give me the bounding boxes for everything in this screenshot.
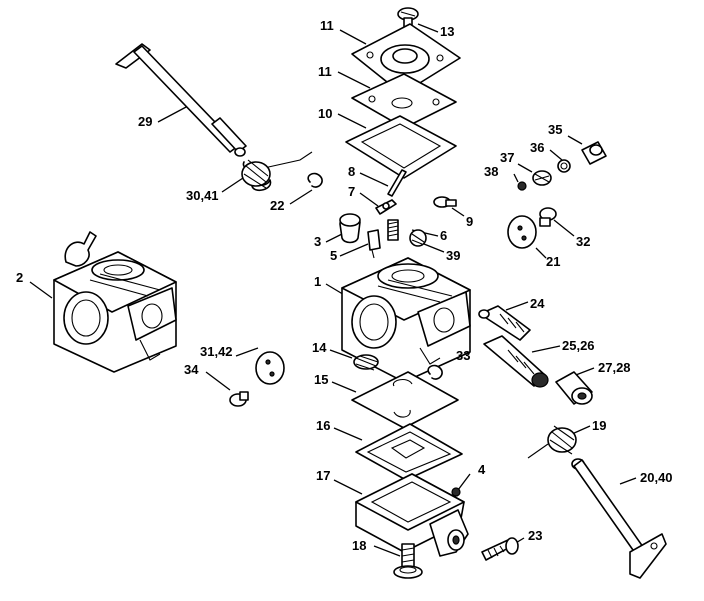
callout-11: 11 xyxy=(318,64,332,79)
callout-8: 8 xyxy=(348,164,355,179)
part-33-clip xyxy=(427,364,443,380)
part-3-needle-valve xyxy=(339,213,361,244)
callout-3: 3 xyxy=(314,234,321,249)
part-6-spring xyxy=(387,219,399,241)
part-7-lever xyxy=(375,199,397,215)
callout-13: 13 xyxy=(440,24,454,39)
part-8-pin xyxy=(387,169,407,197)
callout-12: 11 xyxy=(320,18,334,33)
callout-18: 18 xyxy=(352,538,366,553)
part-9-screw xyxy=(433,196,457,208)
callout-37: 37 xyxy=(500,150,514,165)
part-38-ball xyxy=(517,181,527,191)
callout-10: 10 xyxy=(318,106,332,121)
part-13-screw xyxy=(397,7,419,29)
part-12-pump-cover xyxy=(351,23,461,95)
part-16-gasket xyxy=(355,423,463,481)
part-35-cap xyxy=(581,141,607,165)
callout-33: 33 xyxy=(456,348,470,363)
part-32-screw xyxy=(539,207,557,227)
callout-22: 22 xyxy=(270,198,284,213)
leader-lines xyxy=(29,23,637,557)
callout-16: 16 xyxy=(316,418,330,433)
part-10-gasket xyxy=(345,115,457,179)
part-15-metering-diaphragm xyxy=(351,371,459,429)
callout-23: 23 xyxy=(528,528,542,543)
part-5-needle xyxy=(367,229,381,259)
part-25-26-adjusting-screw xyxy=(483,335,549,388)
callout-7: 7 xyxy=(348,184,355,199)
part-27-28-limiter-cap xyxy=(555,371,593,405)
callout-27-28: 27,28 xyxy=(598,360,631,375)
part-36-ring xyxy=(557,159,571,173)
part-30-41-spring xyxy=(241,151,313,192)
part-19-spring xyxy=(527,425,577,459)
callout-34: 34 xyxy=(184,362,199,377)
callout-32: 32 xyxy=(576,234,590,249)
callout-5: 5 xyxy=(330,248,337,263)
callout-25-26: 25,26 xyxy=(562,338,595,353)
part-23-screw xyxy=(481,537,519,561)
callout-38: 38 xyxy=(484,164,498,179)
callout-1: 1 xyxy=(314,274,321,289)
part-39-plug xyxy=(409,229,427,247)
callout-31-42: 31,42 xyxy=(200,344,233,359)
part-21-valve-disc xyxy=(507,215,537,249)
callout-17: 17 xyxy=(316,468,330,483)
part-34-screw xyxy=(229,391,249,407)
part-18-screw xyxy=(393,543,423,579)
part-4-ball xyxy=(451,487,461,497)
part-22-clip xyxy=(307,172,323,188)
part-20-40-choke-shaft xyxy=(571,458,667,579)
part-24-adjusting-screw xyxy=(478,305,531,341)
callout-14: 14 xyxy=(312,340,327,355)
callout-20-40: 20,40 xyxy=(640,470,673,485)
callout-24: 24 xyxy=(530,296,545,311)
part-37-spring xyxy=(532,170,552,186)
part-1-carburetor-body xyxy=(341,257,471,383)
part-14-strainer xyxy=(353,354,379,371)
callout-4: 4 xyxy=(478,462,486,477)
part-17-metering-cover xyxy=(355,473,469,557)
callout-labels: 11 13 11 10 29 8 7 3 5 6 9 39 35 36 37 3… xyxy=(16,18,673,553)
callout-29: 29 xyxy=(138,114,152,129)
callout-15: 15 xyxy=(314,372,328,387)
part-31-42-throttle-disc xyxy=(255,351,285,385)
part-2-carburetor-body xyxy=(53,231,177,373)
callout-35: 35 xyxy=(548,122,562,137)
callout-39: 39 xyxy=(446,248,460,263)
callout-36: 36 xyxy=(530,140,544,155)
part-11-pump-diaphragm xyxy=(351,73,457,129)
callout-2: 2 xyxy=(16,270,23,285)
callout-19: 19 xyxy=(592,418,606,433)
callout-30-41: 30,41 xyxy=(186,188,219,203)
callout-21: 21 xyxy=(546,254,560,269)
callout-6: 6 xyxy=(440,228,447,243)
callout-9: 9 xyxy=(466,214,473,229)
part-29-shaft xyxy=(115,43,247,157)
